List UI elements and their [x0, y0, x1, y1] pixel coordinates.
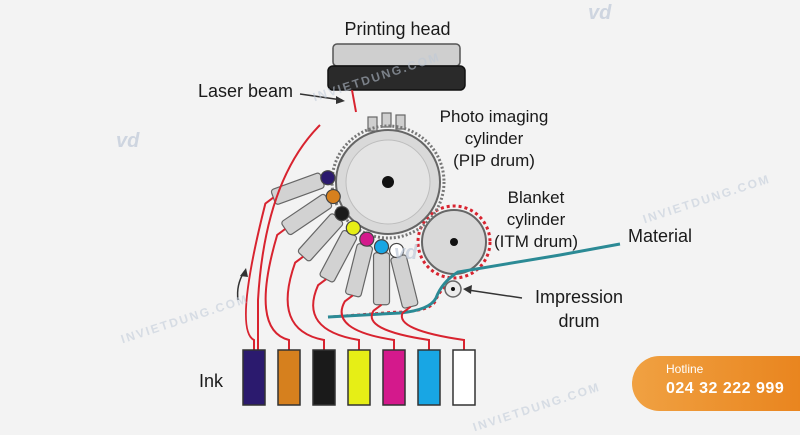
- ink-cartridge-3: [312, 349, 336, 406]
- ink-tube-1: [244, 196, 274, 350]
- developer-roller-3: [334, 205, 350, 222]
- label-impression-line2: drum: [558, 311, 600, 331]
- label-laser-beam: Laser beam: [198, 81, 294, 101]
- ink-cartridge-2: [277, 349, 301, 406]
- pip-drum-axle: [382, 176, 394, 188]
- ink-cartridges: [242, 349, 476, 406]
- developer-unit-5: [345, 231, 375, 298]
- label-blanket-line1: Blanket: [507, 188, 565, 207]
- developer-roller-6: [373, 239, 390, 255]
- watermark-logo-top: vd: [588, 2, 612, 24]
- ink-tube-4: [312, 278, 360, 350]
- ink-cartridge-5: [382, 349, 406, 406]
- developer-unit-2: [281, 188, 341, 236]
- developer-body-6: [372, 252, 391, 306]
- label-blanket-line2: cylinder: [506, 210, 566, 229]
- impression-drum-axle: [451, 287, 455, 291]
- laser-beam-pointer: [299, 93, 343, 101]
- blanket-drum-dotted: [416, 204, 492, 280]
- developer-unit-7: [389, 242, 419, 309]
- laser-beam-arrowhead: [336, 96, 345, 104]
- label-impression-line1: Impression: [534, 287, 624, 307]
- printing-head: [299, 43, 466, 113]
- ink-tube-7: [400, 305, 465, 350]
- pip-top-charger: [367, 112, 406, 132]
- impression-arrowhead: [463, 285, 472, 294]
- blanket-drum-axle: [450, 238, 458, 246]
- ink-cartridge-4: [347, 349, 371, 406]
- ink-cartridge-7: [452, 349, 476, 406]
- label-pip-line1: Photo imaging: [439, 107, 549, 126]
- developer-roller-4: [345, 220, 361, 236]
- hotline-badge[interactable]: Hotline 024 32 222 999: [632, 356, 800, 411]
- developer-unit-4: [319, 220, 361, 283]
- laser-beam-line: [351, 89, 357, 113]
- impression-pointer: [467, 289, 523, 299]
- label-pip-line3: (PIP drum): [453, 151, 535, 170]
- developer-roller-1: [320, 170, 336, 186]
- ink-cartridge-6: [417, 349, 441, 406]
- watermark-logo-left: vd: [116, 130, 140, 152]
- ink-tube-2: [264, 228, 290, 350]
- material-line: [327, 242, 621, 319]
- ink-tube-6: [370, 303, 430, 350]
- developer-roller-7: [389, 242, 405, 259]
- label-blanket-line3: (ITM drum): [493, 232, 579, 251]
- ink-cartridge-1: [242, 349, 266, 406]
- ink-tubes: [244, 124, 465, 350]
- ink-tube-5: [340, 294, 395, 350]
- label-printing-head: Printing head: [344, 19, 451, 39]
- pip-drum-teeth: [330, 124, 446, 240]
- developer-unit-6: [372, 239, 391, 306]
- label-material: Material: [628, 226, 693, 246]
- hotline-phone[interactable]: 024 32 222 999: [666, 380, 785, 397]
- ink-tube-3: [286, 255, 325, 350]
- ink-flow-arrowhead: [240, 268, 248, 277]
- developer-roller-5: [359, 231, 375, 247]
- label-pip-line2: cylinder: [464, 129, 524, 148]
- developer-roller-2: [325, 188, 341, 205]
- label-ink: Ink: [199, 371, 224, 391]
- binary-ink-developers: [270, 170, 419, 309]
- ink-return-tube: [257, 124, 321, 350]
- hotline-title: Hotline: [666, 362, 704, 376]
- watermark-logo-mid: vd: [394, 242, 418, 264]
